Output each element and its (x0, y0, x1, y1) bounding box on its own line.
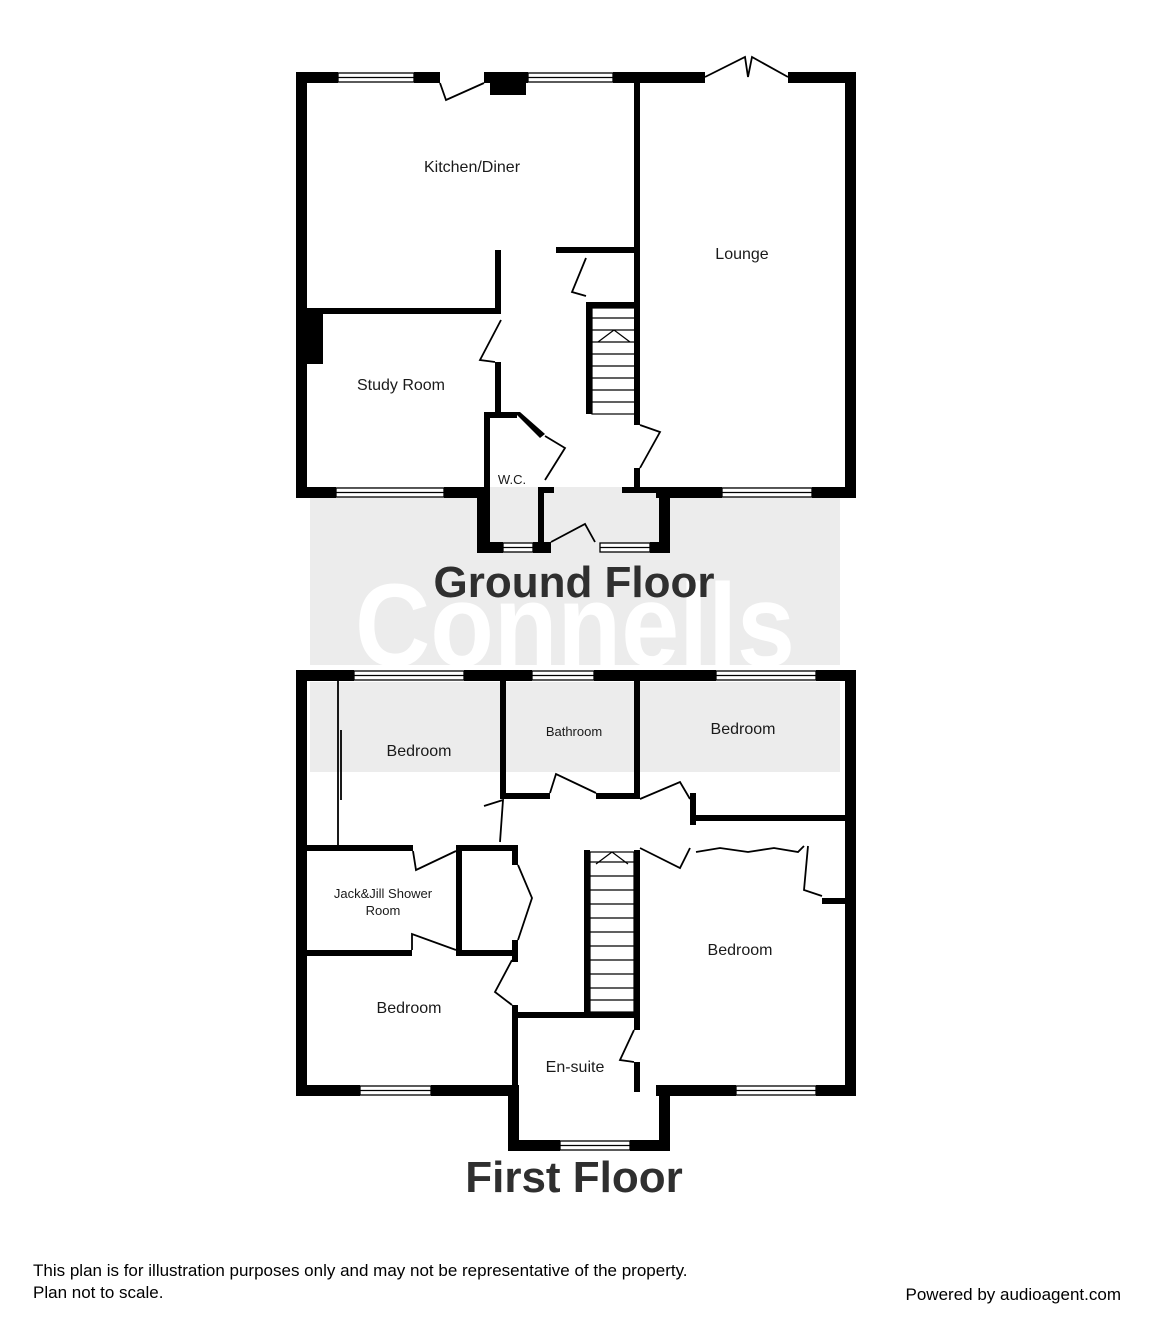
floor-title-ground: Ground Floor (433, 558, 714, 607)
watermark-text: Connells (355, 560, 795, 692)
room-label-bedroom-front-right: Bedroom (711, 721, 776, 738)
ground-floor-walls (296, 72, 856, 553)
room-label-bedroom-master: Bedroom (708, 942, 773, 959)
ground-floor-windows (335, 72, 813, 553)
floor-title-first: First Floor (465, 1153, 683, 1202)
first-floor-windows (353, 670, 817, 1151)
room-label-kitchen: Kitchen/Diner (424, 159, 521, 176)
disclaimer-line1: This plan is for illustration purposes o… (33, 1261, 688, 1280)
room-label-ensuite: En-suite (546, 1059, 605, 1076)
ground-floor-doors (439, 55, 789, 543)
room-label-lounge: Lounge (715, 246, 768, 263)
watermark-band-ground (310, 487, 840, 665)
disclaimer: This plan is for illustration purposes o… (33, 1260, 688, 1304)
room-label-bedroom-front-left: Bedroom (387, 743, 452, 760)
room-label-bathroom: Bathroom (546, 724, 602, 739)
room-label-shower-line2: Room (366, 903, 401, 918)
first-floor-doors (337, 681, 823, 1063)
ground-floor-stairs (591, 307, 637, 415)
disclaimer-line2: Plan not to scale. (33, 1283, 164, 1302)
room-label-shower-line1: Jack&Jill Shower (334, 886, 433, 901)
first-floor-stairs (589, 851, 635, 1013)
room-label-bedroom-rear-left: Bedroom (377, 1000, 442, 1017)
first-floor-walls (296, 670, 856, 1151)
room-label-study: Study Room (357, 377, 445, 394)
powered-by: Powered by audioagent.com (905, 1285, 1121, 1304)
watermark-band-first (310, 682, 840, 772)
room-label-wc: W.C. (498, 472, 526, 487)
